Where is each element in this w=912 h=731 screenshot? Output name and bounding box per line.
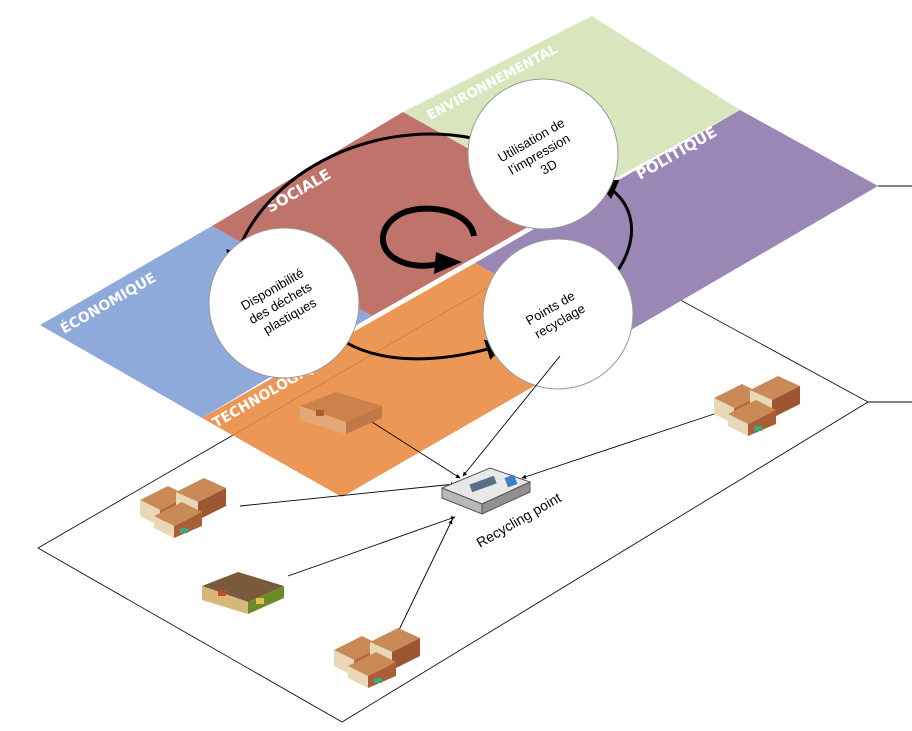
flow-arrows — [239, 355, 721, 633]
house-icon — [300, 392, 382, 434]
rotation-icon — [379, 205, 477, 274]
circle-dechets: Disponibilité des déchets plastiques — [208, 227, 360, 379]
flow-arrow-left-low — [287, 516, 456, 577]
flow-arrow-bottom — [397, 519, 453, 633]
recycling-machine-icon — [440, 467, 532, 515]
flow-arrow-top — [462, 355, 561, 477]
house-cluster-icon — [714, 376, 800, 436]
flow-arrow-right — [521, 411, 721, 479]
house-cluster-icon — [334, 628, 420, 688]
flow-arrow-top-left — [371, 421, 461, 479]
arrow-recyclage-to-impression — [596, 179, 633, 279]
house-icon — [202, 572, 284, 614]
circle-impression: Utilisation de l'impression 3D — [467, 78, 619, 230]
arrow-dechets-to-recyclage — [344, 339, 508, 361]
circle-recyclage: Points de recyclage — [482, 238, 634, 390]
arrow-impression-to-dechets — [226, 132, 473, 273]
house-cluster-icon — [140, 478, 226, 538]
flow-arrow-left — [239, 482, 456, 507]
